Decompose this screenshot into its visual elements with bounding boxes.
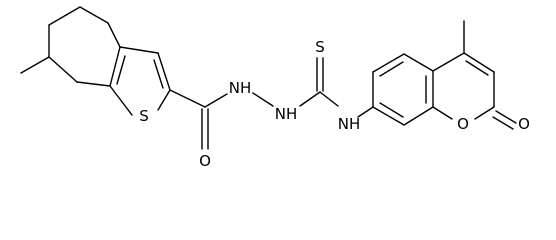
bond-c2-o1 [474,106,495,120]
bond-c2-exo-o-2 [492,116,514,130]
bond-c8a-c8 [403,106,434,126]
bond-c6-c5 [372,53,405,73]
bond-c6-c5-inner [379,61,404,77]
bond-c2-exo-o-1 [495,110,517,124]
bond-c5-c4a [403,53,434,72]
bond-c4a-c4 [432,52,465,72]
bond-c2t-carbonyl [169,89,206,108]
bond-nh1-nh2 [252,92,274,107]
bond-c2t-s [157,89,171,111]
bond-c3a-c3t [119,46,159,54]
atom-label-lactone-oxygen: O [518,115,530,133]
atom-label-ring-oxygen: O [457,115,469,133]
bond-nh3-c7 [357,106,374,118]
bond-s-c7a [109,85,133,116]
bond-methyl-c6 [20,56,50,74]
bond-c4-c3-inner [465,60,489,76]
bond-thiocarbonyl-nh3 [319,91,339,107]
atom-label-amide-oxygen: O [199,152,211,170]
bonds-tetrahydrobenzothiophene [20,6,171,116]
bond-c7-c7a [76,81,111,87]
structure-canvas: S O NH NH S NH O O [20,6,530,170]
atom-label-hydrazide-nh-1: NH [229,79,252,97]
bond-c6-c7 [48,56,78,83]
bonds-linker [169,57,374,150]
bond-c3t-c2t [157,52,171,91]
bond-c3a-c7a [109,46,121,87]
bond-nh2-thiocarbonyl [299,91,321,107]
atom-label-thiourea-nh: NH [338,115,361,133]
bond-c3t-c2t-inner [153,59,164,89]
atom-label-thiophene-sulfur: S [139,107,149,125]
bond-carbonyl-nh1 [204,93,228,108]
atom-label-hydrazide-nh-2: NH [275,105,298,123]
atom-labels: S O NH NH S NH O O [139,38,530,170]
bond-c3a-c7a-inner [116,55,126,85]
molecule-structure-diagram: S O NH NH S NH O O [20,6,530,170]
bond-c3-c3a [107,22,121,48]
bond-c4-c3 [463,52,495,73]
atom-label-thiocarbonyl-sulfur: S [315,38,325,56]
bond-c5-c4 [48,6,81,26]
bonds-coumarin [372,20,517,130]
bond-c8-c7 [372,106,405,126]
bond-c8-c7-inner [379,102,404,118]
bond-c4-c3 [79,6,109,24]
bond-o1-c8a [432,106,453,120]
